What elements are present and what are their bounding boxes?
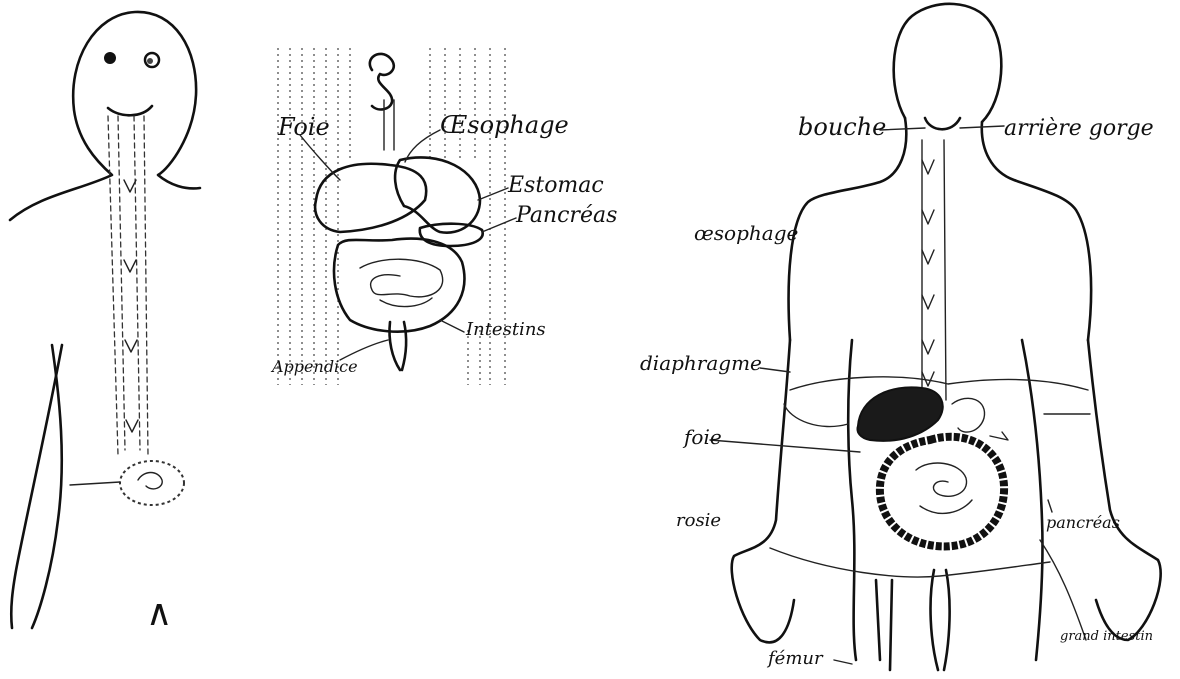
figure-b-throat bbox=[370, 54, 394, 110]
figure-c-drawing: bouche arrière gorge œsophage diaphragme… bbox=[640, 4, 1161, 670]
figure-c-arrows bbox=[922, 160, 934, 386]
figure-c-arm-left-inner bbox=[848, 340, 856, 660]
figure-b-drawing: Foie Œsophage Estomac Pancréas Intestins… bbox=[270, 48, 617, 385]
figure-c-arm-right-inner bbox=[1022, 340, 1043, 660]
figure-c-leg-center bbox=[931, 570, 938, 670]
figure-b-rectum-2 bbox=[402, 322, 406, 370]
figure-c-neck bbox=[789, 118, 907, 340]
figure-c-leg-left bbox=[876, 580, 880, 660]
figure-c-oesophagus-right bbox=[944, 140, 946, 400]
figure-b-label-estomac: Estomac bbox=[507, 173, 604, 198]
figure-a-eye-left bbox=[104, 52, 116, 64]
figure-c-arm-left-outer bbox=[732, 340, 794, 642]
figure-c-hip-line bbox=[770, 548, 1050, 577]
figure-c-neck-right bbox=[982, 122, 1091, 340]
figure-c-label-pancreas: pancréas bbox=[1046, 513, 1120, 532]
figure-b-label-foie: Foie bbox=[277, 113, 330, 141]
figure-c-label-bouche: bouche bbox=[798, 113, 886, 141]
figure-a-pupil bbox=[147, 58, 153, 64]
figure-c-small-intestine bbox=[916, 463, 967, 496]
figure-c-label-diaphragme: diaphragme bbox=[640, 351, 762, 375]
figure-c-leg-center-2 bbox=[944, 570, 950, 670]
figure-b-pancreas bbox=[420, 224, 483, 246]
figure-a-oesophagus-3 bbox=[108, 116, 118, 455]
figure-a-oesophagus-2 bbox=[134, 116, 140, 450]
figure-c-leg-left-2 bbox=[890, 580, 892, 670]
figure-c-leader-intestin bbox=[1040, 540, 1086, 640]
figure-a-body-outline bbox=[10, 12, 200, 220]
figure-c-label-rosie: rosie bbox=[676, 510, 721, 531]
figure-c-stomach bbox=[952, 398, 985, 432]
figure-a-label: ∧ bbox=[146, 593, 172, 634]
figure-b-liver bbox=[315, 164, 426, 232]
figure-c-diaphragm bbox=[790, 377, 1088, 390]
figure-b-coils-2 bbox=[380, 298, 432, 307]
figure-a-stomach-detail bbox=[138, 473, 162, 489]
figure-b-intestines bbox=[334, 239, 464, 332]
figure-a-pointer bbox=[70, 482, 120, 485]
figure-c-small-intestine-2 bbox=[920, 500, 972, 513]
figure-c-label-gros-intestin: grand intestin bbox=[1060, 629, 1153, 644]
figure-b-rectum bbox=[389, 322, 400, 370]
figure-a-arm-right bbox=[32, 345, 62, 628]
figure-b-label-oesophage: Œsophage bbox=[440, 111, 569, 139]
figure-c-head bbox=[894, 4, 1002, 122]
figure-a-mouth bbox=[108, 106, 152, 115]
figure-a-oesophagus bbox=[118, 116, 125, 450]
figure-c-label-foie: foie bbox=[682, 425, 722, 449]
figure-c-label-femur: fémur bbox=[766, 648, 824, 669]
figure-a-arm-left bbox=[11, 345, 62, 628]
figure-c-label-oesophage: œsophage bbox=[694, 221, 798, 245]
figure-c-mouth bbox=[925, 118, 960, 129]
figure-b-label-pancreas: Pancréas bbox=[515, 203, 617, 228]
figure-b-coils bbox=[360, 259, 443, 297]
figure-c-large-intestine bbox=[880, 437, 1004, 547]
figure-c-liver bbox=[858, 387, 943, 441]
figure-c-side-organ bbox=[784, 404, 848, 427]
figure-a-stomach bbox=[120, 461, 184, 505]
figure-b-label-intestins: Intestins bbox=[465, 319, 546, 340]
figure-c-label-arriere-gorge: arrière gorge bbox=[1004, 116, 1154, 141]
figure-a-oesophagus-4 bbox=[144, 116, 148, 455]
figure-b-label-appendice: Appendice bbox=[270, 357, 358, 376]
figure-a-drawing: ∧ bbox=[10, 12, 200, 634]
figure-c-arrow-right bbox=[990, 432, 1008, 440]
figure-c-arm-right-outer bbox=[1088, 340, 1161, 640]
